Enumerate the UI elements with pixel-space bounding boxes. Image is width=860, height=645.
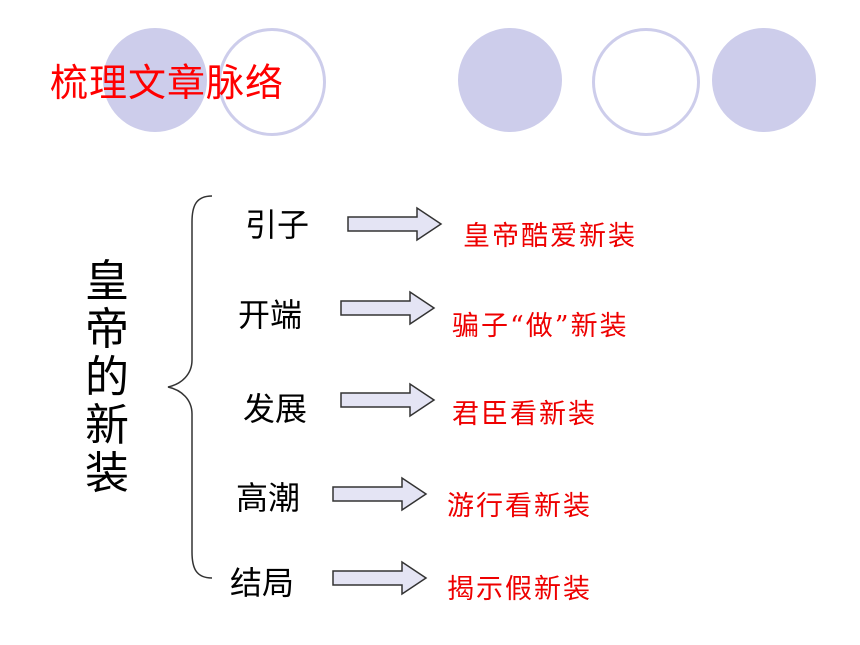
decor-circle-outline-left [218, 28, 326, 136]
right-arrow-icon [340, 290, 436, 326]
stage-label-development: 发展 [243, 390, 308, 428]
right-arrow-icon [332, 560, 428, 596]
stage-summary-climax: 游行看新装 [447, 491, 592, 522]
stage-summary-intro: 皇帝酷爱新装 [463, 221, 637, 252]
decor-circle-filled-right-1 [458, 28, 562, 132]
vertical-title-char: 装 [85, 448, 129, 499]
decor-circle-filled-left [103, 28, 207, 132]
vertical-title-char: 帝 [85, 304, 129, 355]
vertical-title-char: 的 [85, 352, 129, 403]
stage-summary-beginning: 骗子“做”新装 [452, 311, 629, 342]
left-brace [167, 195, 213, 579]
decor-circle-outline-right [592, 28, 700, 136]
decor-circle-filled-right-2 [712, 28, 816, 132]
stage-label-climax: 高潮 [236, 479, 301, 517]
right-arrow-icon [332, 476, 428, 512]
vertical-title: 皇 帝 的 新 装 [82, 258, 132, 498]
stage-label-beginning: 开端 [238, 296, 303, 334]
right-arrow-icon [347, 206, 443, 242]
right-arrow-icon [340, 382, 436, 418]
vertical-title-char: 皇 [85, 256, 129, 307]
slide-title: 梳理文章脉络 [50, 61, 285, 105]
stage-label-intro: 引子 [245, 206, 310, 244]
stage-summary-ending: 揭示假新装 [447, 574, 592, 605]
stage-summary-development: 君臣看新装 [452, 399, 597, 430]
vertical-title-char: 新 [85, 400, 129, 451]
stage-label-ending: 结局 [230, 564, 295, 602]
